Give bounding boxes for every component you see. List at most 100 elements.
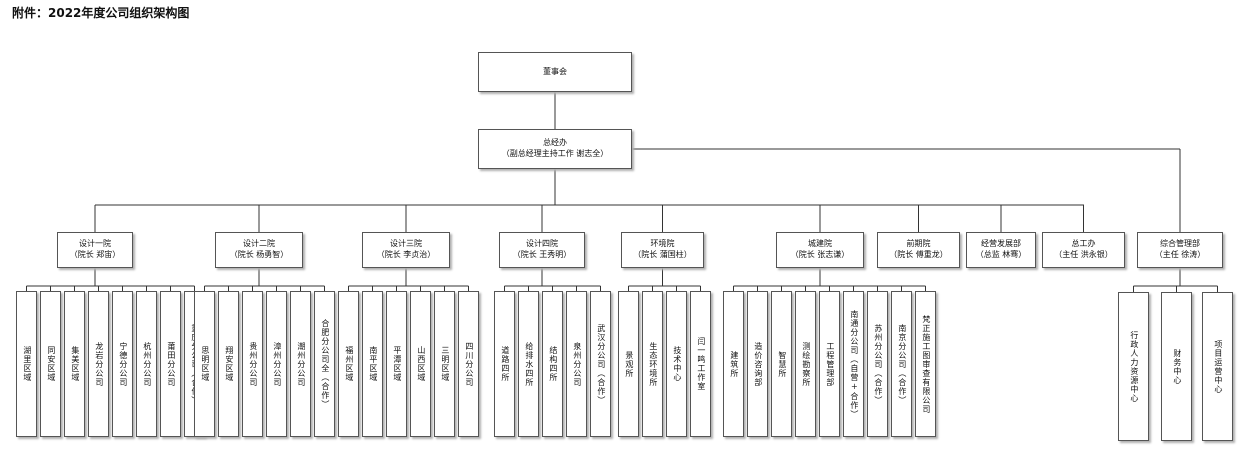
admin-dept-box: 综合管理部（主任 徐涛） [1137,232,1223,268]
dept-head: （主任 洪永银） [1054,250,1113,259]
unit-box: 技术中心 [666,291,687,437]
unit-label: 南京分公司（合作） [897,323,907,405]
unit-label: 道路四所 [500,346,510,382]
dept-box-9: 总工办（主任 洪永银） [1042,232,1125,268]
board-label: 董事会 [543,66,567,76]
unit-box: 造价咨询部 [747,291,768,437]
unit-label: 莆田分公司 [166,341,176,387]
admin-unit-box: 项目运营中心 [1202,292,1233,441]
unit-box: 湖里区域 [16,291,37,437]
dept-head: （院长 张志谦） [790,250,850,259]
admin-dept-head: （主任 徐涛） [1154,250,1206,259]
dept-head: （院长 傅重龙） [889,250,948,259]
unit-label: 漳州分公司 [272,341,282,387]
dept-head: （院长 王秀明） [512,250,572,259]
unit-box: 南京分公司（合作） [891,291,912,437]
unit-label: 梵正施工图审查有限公司 [921,314,931,414]
unit-label: 造价咨询部 [753,341,763,387]
admin-unit-box: 财务中心 [1161,292,1192,441]
unit-box: 闫一鸣工作室 [690,291,711,437]
unit-box: 给排水四所 [518,291,539,437]
dept-box-5: 环境院（院长 蒲国柱） [621,232,704,268]
unit-label: 翔安区域 [224,346,234,382]
unit-box: 平潭区域 [386,291,407,437]
unit-label: 闫一鸣工作室 [696,337,706,391]
unit-label: 合肥分公司全（合作） [320,319,330,409]
board-box: 董事会 [478,52,632,92]
unit-label: 平潭区域 [392,346,402,382]
dept-head: （院长 蒲国柱） [633,250,692,259]
unit-label: 给排水四所 [524,341,534,387]
unit-label: 福州区域 [344,346,354,382]
dept-head: （院长 杨勇智） [229,250,289,259]
dept-name: 总工办 [1071,239,1096,249]
unit-label: 思明区域 [200,346,210,382]
dept-box-4: 设计四院（院长 王秀明） [499,232,585,268]
unit-box: 山西区域 [410,291,431,437]
unit-box: 武汉分公司（合作） [590,291,611,437]
dept-name: 经营发展部 [981,239,1021,249]
unit-label: 杭州分公司 [142,341,152,387]
unit-box: 集美区域 [64,291,85,437]
unit-label: 建筑所 [729,350,739,378]
unit-label: 工程管理部 [825,341,835,387]
unit-box: 景观所 [618,291,639,437]
unit-box: 结构四所 [542,291,563,437]
unit-label: 结构四所 [548,346,558,382]
unit-label: 同安区域 [46,346,56,382]
dept-name: 设计一院 [79,239,111,249]
dept-name: 环境院 [650,239,675,249]
unit-box: 道路四所 [494,291,515,437]
unit-label: 景观所 [624,350,634,378]
unit-label: 山西区域 [416,346,426,382]
unit-box: 苏州分公司（合作） [867,291,888,437]
unit-label: 湖里区域 [22,346,32,382]
dept-name: 设计三院 [390,239,422,249]
unit-label: 泉州分公司 [572,341,582,387]
unit-box: 泉州分公司 [566,291,587,437]
unit-label: 宁德分公司 [118,341,128,387]
unit-box: 四川分公司 [458,291,479,437]
unit-box: 漳州分公司 [266,291,287,437]
dept-name: 前期院 [906,239,931,249]
admin-unit-label: 财务中心 [1172,348,1182,385]
unit-box: 合肥分公司全（合作） [314,291,335,437]
unit-label: 武汉分公司（合作） [596,323,606,405]
unit-label: 潮州分公司 [296,341,306,387]
unit-label: 三明区域 [440,346,450,382]
unit-label: 南平区域 [368,346,378,382]
unit-box: 南平区域 [362,291,383,437]
unit-box: 杭州分公司 [136,291,157,437]
unit-label: 测绘勘察所 [801,341,811,387]
general-office-label: 总经办 [543,138,567,148]
unit-box: 思明区域 [194,291,215,437]
unit-label: 集美区域 [70,346,80,382]
unit-box: 南通分公司（自营+合作） [843,291,864,437]
unit-box: 测绘勘察所 [795,291,816,437]
unit-box: 工程管理部 [819,291,840,437]
unit-box: 莆田分公司 [160,291,181,437]
dept-box-1: 设计一院（院长 郑宙） [57,232,133,268]
dept-head: （总监 林骞） [975,250,1027,259]
dept-box-6: 城建院（院长 张志谦） [776,232,864,268]
unit-label: 智慧所 [777,350,787,378]
unit-box: 潮州分公司 [290,291,311,437]
dept-box-2: 设计二院（院长 杨勇智） [215,232,303,268]
unit-box: 梵正施工图审查有限公司 [915,291,936,437]
dept-name: 设计四院 [526,239,558,249]
unit-box: 智慧所 [771,291,792,437]
unit-box: 同安区域 [40,291,61,437]
admin-unit-label: 行政人力资源中心 [1129,330,1139,403]
admin-dept-name: 综合管理部 [1160,239,1200,249]
dept-head: （院长 郑宙） [69,250,121,259]
admin-unit-box: 行政人力资源中心 [1118,292,1149,441]
unit-box: 三明区域 [434,291,455,437]
unit-label: 龙岩分公司 [94,341,104,387]
unit-label: 南通分公司（自营+合作） [849,309,859,419]
dept-name: 设计二院 [243,239,275,249]
general-office-box: 总经办 （副总经理主持工作 谢志全） [478,129,632,169]
unit-box: 福州区域 [338,291,359,437]
unit-box: 生态环境所 [642,291,663,437]
page-title: 附件：2022年度公司组织架构图 [12,6,190,20]
